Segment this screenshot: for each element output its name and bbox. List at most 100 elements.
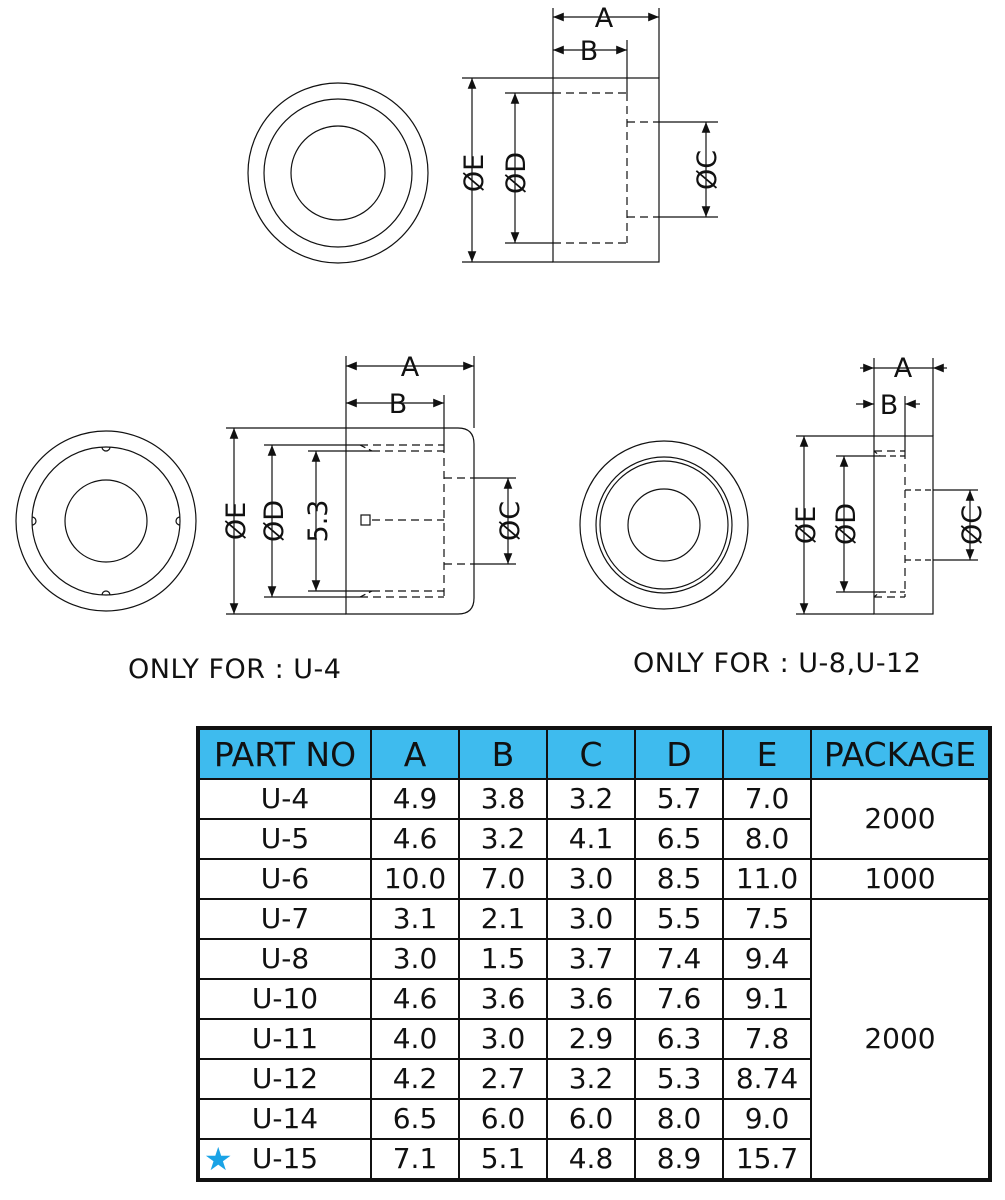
cell-d: 5.7 (634, 778, 724, 820)
cell-part-no: U-6 (197, 858, 372, 900)
label-e-u4: ØE (221, 502, 252, 540)
cell-part-no: U-10 (197, 978, 372, 1020)
cell-a: 4.6 (370, 818, 460, 860)
side-view-u4 (345, 427, 475, 615)
cell-d: 5.5 (634, 898, 724, 940)
technical-drawing: A B ØE ØD ØC A B ØE ØD 5.3 ØC A B ØE ØD … (15, 3, 988, 615)
cell-e: 11.0 (722, 858, 812, 900)
cell-e: 9.1 (722, 978, 812, 1020)
cell-b: 3.8 (458, 778, 548, 820)
label-b-u8: B (880, 390, 899, 421)
cell-e: 8.0 (722, 818, 812, 860)
cell-b: 3.2 (458, 818, 548, 860)
cell-part-no: U-11 (197, 1018, 372, 1060)
cell-c: 4.8 (546, 1138, 636, 1181)
label-d-u8: ØD (831, 503, 862, 545)
cell-b: 7.0 (458, 858, 548, 900)
cell-c: 3.6 (546, 978, 636, 1020)
cell-a: 6.5 (370, 1098, 460, 1140)
cell-a: 4.0 (370, 1018, 460, 1060)
cell-c: 3.2 (546, 778, 636, 820)
side-view-u8-u12 (873, 435, 934, 615)
label-b-u4: B (389, 389, 408, 420)
cell-d: 6.3 (634, 1018, 724, 1060)
label-d-top: ØD (501, 152, 532, 194)
cell-part-no: U-8 (197, 938, 372, 980)
cell-d: 7.6 (634, 978, 724, 1020)
cell-c: 3.0 (546, 898, 636, 940)
cell-c: 3.2 (546, 1058, 636, 1100)
cell-e: 7.0 (722, 778, 812, 820)
label-a-top: A (595, 3, 614, 34)
cell-b: 2.7 (458, 1058, 548, 1100)
cell-a: 7.1 (370, 1138, 460, 1181)
header-b: B (458, 727, 548, 780)
cell-e: 7.8 (722, 1018, 812, 1060)
header-d: D (634, 727, 724, 780)
front-view-u8-u12 (579, 440, 749, 610)
cell-b: 2.1 (458, 898, 548, 940)
cell-a: 4.2 (370, 1058, 460, 1100)
cell-part-no: U-4 (197, 778, 372, 820)
header-c: C (546, 727, 636, 780)
caption-u8-u12: ONLY FOR : U-8,U-12 (633, 648, 922, 679)
cell-d: 6.5 (634, 818, 724, 860)
side-view-top (552, 77, 660, 263)
header-package: PACKAGE (810, 727, 991, 780)
cell-package: 1000 (810, 858, 991, 900)
label-d-u4: ØD (259, 500, 290, 542)
cell-part-no: U-14 (197, 1098, 372, 1140)
cell-c: 2.9 (546, 1018, 636, 1060)
cell-c: 3.7 (546, 938, 636, 980)
label-b-top: B (580, 36, 599, 67)
header-e: E (722, 727, 812, 780)
header-part-no: PART NO (197, 727, 372, 780)
cell-b: 5.1 (458, 1138, 548, 1181)
cell-part-no: ★U-15 (197, 1138, 372, 1181)
label-c-u4: ØC (495, 501, 526, 541)
label-c-top: ØC (692, 150, 723, 190)
cell-b: 6.0 (458, 1098, 548, 1140)
cell-b: 1.5 (458, 938, 548, 980)
cell-d: 8.0 (634, 1098, 724, 1140)
cell-part-no: U-12 (197, 1058, 372, 1100)
label-a-u8: A (894, 353, 913, 384)
table-header-row: PART NO A B C D E PACKAGE (197, 727, 991, 780)
cell-e: 9.4 (722, 938, 812, 980)
cell-d: 5.3 (634, 1058, 724, 1100)
cell-part-no: U-5 (197, 818, 372, 860)
label-e-top: ØE (459, 154, 490, 192)
cell-package: 2000 (810, 778, 991, 860)
cell-a: 10.0 (370, 858, 460, 900)
cell-package: 2000 (810, 898, 991, 1181)
caption-u4: ONLY FOR : U-4 (128, 654, 342, 685)
cell-b: 3.0 (458, 1018, 548, 1060)
cell-e: 7.5 (722, 898, 812, 940)
dimensions-u4 (226, 356, 516, 615)
cell-c: 6.0 (546, 1098, 636, 1140)
label-e-u8: ØE (791, 506, 822, 544)
cell-b: 3.6 (458, 978, 548, 1020)
cell-a: 4.6 (370, 978, 460, 1020)
cell-d: 7.4 (634, 938, 724, 980)
label-c-u8: ØC (957, 505, 988, 545)
label-a-u4: A (401, 352, 420, 383)
cell-a: 3.1 (370, 898, 460, 940)
cell-c: 3.0 (546, 858, 636, 900)
dimensions-top (462, 8, 718, 263)
cell-e: 8.74 (722, 1058, 812, 1100)
cell-a: 4.9 (370, 778, 460, 820)
cell-part-no: U-7 (197, 898, 372, 940)
cell-e: 15.7 (722, 1138, 812, 1181)
front-view-top (247, 82, 429, 264)
cell-a: 3.0 (370, 938, 460, 980)
